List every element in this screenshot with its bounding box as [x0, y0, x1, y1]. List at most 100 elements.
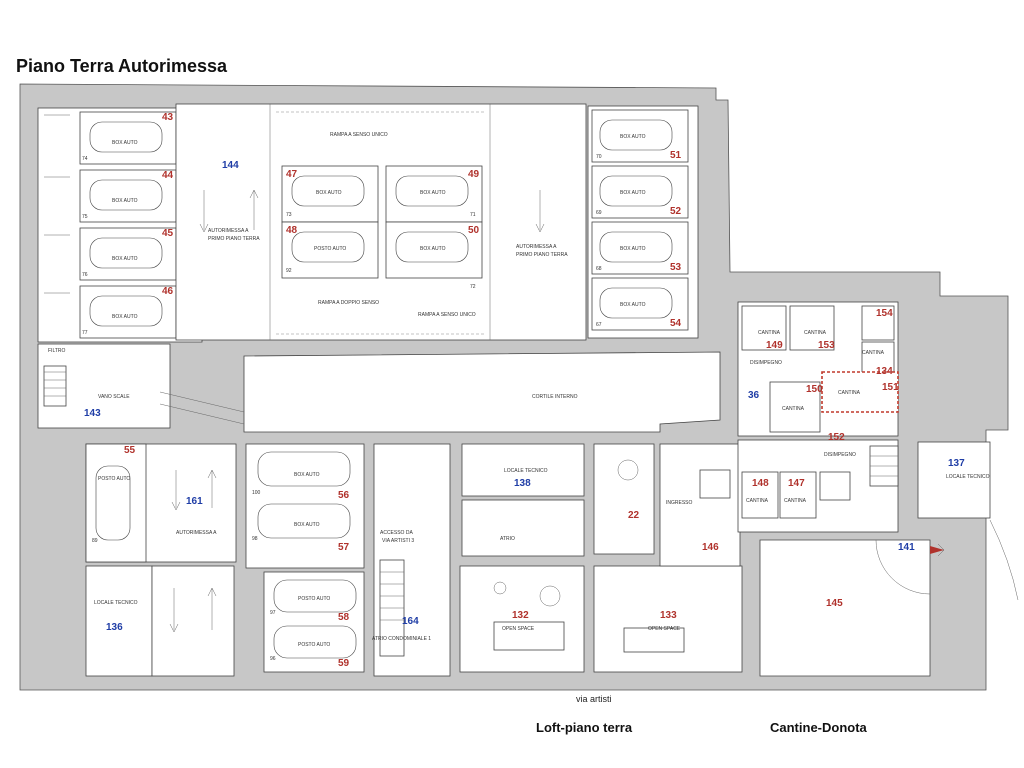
slot-numbers: 74 75 76 77 73 92 71 72 70 69 68 67 89 1…: [82, 154, 602, 662]
parking-label-58: 58: [338, 612, 350, 623]
disimpegno-label: DISIMPEGNO: [750, 360, 782, 366]
box-auto-label: BOX AUTO: [294, 472, 320, 478]
slot-number: 92: [286, 268, 292, 274]
loft-132: [459, 565, 585, 673]
parking-label-45: 45: [162, 228, 174, 239]
cantina-label: CANTINA: [758, 330, 781, 336]
parking-label-48: 48: [286, 225, 298, 236]
parking-labels: 43 44 45 46 47 48 49 50 51 52 53 54 55 5…: [124, 112, 682, 669]
room-label-152: 152: [828, 432, 845, 443]
caption-cantine: Cantine-Donota: [770, 720, 867, 735]
box-auto-label: BOX AUTO: [620, 190, 646, 196]
posto-auto-label: POSTO AUTO: [98, 476, 130, 482]
box-auto-label: BOX AUTO: [420, 246, 446, 252]
garage-161: [85, 443, 237, 563]
parking-label-57: 57: [338, 542, 350, 553]
cantina-label: CANTINA: [838, 390, 861, 396]
slot-number: 97: [270, 610, 276, 616]
room-label-149: 149: [766, 340, 783, 351]
box-auto-label: BOX AUTO: [620, 246, 646, 252]
locale-tecnico-138: [461, 443, 585, 557]
room-label-147: 147: [788, 478, 805, 489]
parking-label-44: 44: [162, 170, 174, 181]
room-label-138: 138: [514, 478, 531, 489]
rampa-label: RAMPA A SENSO UNICO: [330, 132, 388, 138]
parking-label-51: 51: [670, 150, 682, 161]
room-label-148: 148: [752, 478, 769, 489]
box-auto-label: BOX AUTO: [112, 198, 138, 204]
open-space-label: OPEN SPACE: [502, 626, 535, 632]
cantina-label: CANTINA: [782, 406, 805, 412]
entry-arrow-icon: [930, 546, 944, 554]
posto-auto-label: POSTO AUTO: [314, 246, 346, 252]
box-auto-label: BOX AUTO: [620, 134, 646, 140]
slot-number: 70: [596, 154, 602, 160]
cortile-label: CORTILE INTERNO: [532, 394, 578, 400]
room-label-145: 145: [826, 598, 843, 609]
room-label-150: 150: [806, 384, 823, 395]
boxes-58-59: [263, 571, 365, 673]
rampa-label: RAMPA A SENSO UNICO: [418, 312, 476, 318]
box-auto-label: BOX AUTO: [112, 140, 138, 146]
loft-133: [593, 443, 743, 673]
slot-number: 77: [82, 330, 88, 336]
unit-labels: 144 161 143 136 138 164 132 133 22 146 1…: [84, 160, 965, 633]
box-auto-label: BOX AUTO: [620, 302, 646, 308]
room-label-136: 136: [106, 622, 123, 633]
locale-tecnico-label: LOCALE TECNICO: [946, 474, 990, 480]
slot-number: 76: [82, 272, 88, 278]
box-auto-label: BOX AUTO: [420, 190, 446, 196]
atrio-condominiale-label: ATRIO CONDOMINIALE 1: [372, 636, 431, 642]
street-label: via artisti: [576, 694, 612, 704]
cortile-interno: [159, 351, 721, 433]
room-label-143: 143: [84, 408, 101, 419]
parking-label-59: 59: [338, 658, 350, 669]
filtro-label: FILTRO: [48, 348, 66, 354]
room-label-36: 36: [748, 390, 760, 401]
room-label-154: 154: [876, 308, 893, 319]
room-label-133: 133: [660, 610, 677, 621]
box-auto-label: BOX AUTO: [294, 522, 320, 528]
parking-label-55: 55: [124, 445, 136, 456]
cantine-145: [759, 539, 931, 677]
slot-number: 96: [270, 656, 276, 662]
primo-piano-label: PRIMO PIANO TERRA: [208, 236, 260, 242]
disimpegno-label: DISIMPEGNO: [824, 452, 856, 458]
locale-tecnico-137: [869, 441, 1019, 601]
parking-label-52: 52: [670, 206, 682, 217]
cantina-label: CANTINA: [746, 498, 769, 504]
autorimessa-label: AUTORIMESSA A: [176, 530, 217, 536]
slot-number: 71: [470, 212, 476, 218]
parking-label-53: 53: [670, 262, 682, 273]
room-label-146: 146: [702, 542, 719, 553]
slot-number: 89: [92, 538, 98, 544]
locale-tecnico-label: LOCALE TECNICO: [94, 600, 138, 606]
room-label-132: 132: [512, 610, 529, 621]
cantine-cluster: [737, 301, 899, 533]
posto-auto-label: POSTO AUTO: [298, 642, 330, 648]
box-auto-label: BOX AUTO: [316, 190, 342, 196]
room-label-153: 153: [818, 340, 835, 351]
garage-144: [175, 103, 587, 341]
slot-number: 74: [82, 156, 88, 162]
caption-loft: Loft-piano terra: [536, 720, 633, 735]
cantina-label: CANTINA: [804, 330, 827, 336]
boxes-56-57: [245, 443, 365, 569]
room-label-22: 22: [628, 510, 640, 521]
slot-number: 68: [596, 266, 602, 272]
parking-label-56: 56: [338, 490, 350, 501]
page-title: Piano Terra Autorimessa: [16, 56, 228, 76]
slot-number: 98: [252, 536, 258, 542]
slot-number: 100: [252, 490, 261, 496]
parking-label-46: 46: [162, 286, 174, 297]
room-label-134: 134: [876, 366, 893, 377]
box-auto-label: BOX AUTO: [112, 256, 138, 262]
parking-label-50: 50: [468, 225, 480, 236]
autorimessa-label: AUTORIMESSA A: [516, 244, 557, 250]
slot-number: 73: [286, 212, 292, 218]
rampa-label: RAMPA A DOPPIO SENSO: [318, 300, 379, 306]
parking-label-49: 49: [468, 169, 480, 180]
parking-label-43: 43: [162, 112, 174, 123]
slot-number: 75: [82, 214, 88, 220]
